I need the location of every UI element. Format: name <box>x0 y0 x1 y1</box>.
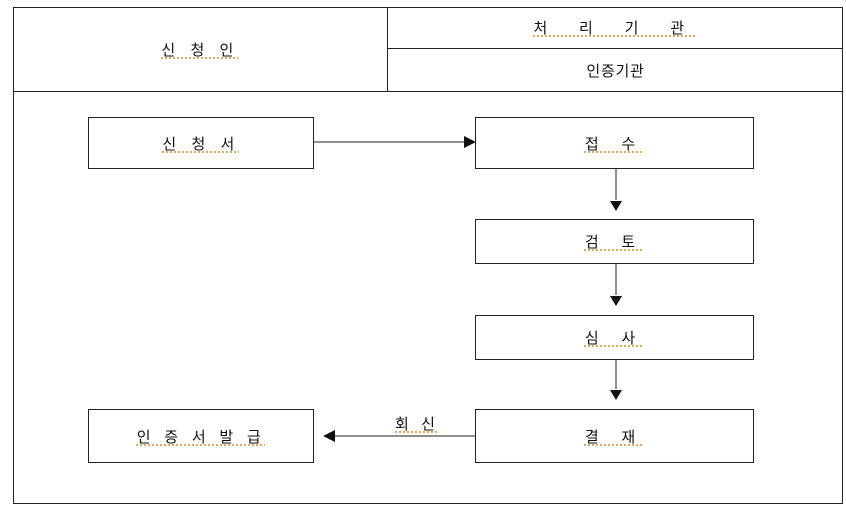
header-divider <box>13 91 843 92</box>
edge-label-reply: 회 신 <box>395 415 439 433</box>
node-receipt: 접 수 <box>475 117 754 169</box>
header-column-divider <box>387 7 388 92</box>
node-review: 검 토 <box>475 219 754 264</box>
node-review-label: 검 토 <box>584 233 645 251</box>
arrowhead-review <box>610 201 622 211</box>
header-certifier-label: 인증기관 <box>586 61 645 80</box>
node-approval-label: 결 재 <box>584 427 645 446</box>
node-examination-label: 심 사 <box>584 329 645 347</box>
node-receipt-label: 접 수 <box>584 134 645 153</box>
node-application: 신 청 서 <box>88 117 314 169</box>
arrowhead-approval <box>610 390 622 400</box>
header-processor: 처 리 기 관 <box>388 7 843 48</box>
header-applicant-label: 신 청 인 <box>161 40 239 59</box>
node-issuance-label: 인 증 서 발 급 <box>136 427 266 446</box>
header-row-divider <box>387 48 843 49</box>
node-issuance: 인 증 서 발 급 <box>88 409 314 463</box>
header-applicant: 신 청 인 <box>13 7 387 91</box>
node-approval: 결 재 <box>475 409 754 463</box>
node-application-label: 신 청 서 <box>162 134 240 153</box>
header-certifier: 인증기관 <box>388 49 843 91</box>
arrowhead-examination <box>610 296 622 306</box>
arrowhead-receipt <box>464 136 476 148</box>
node-examination: 심 사 <box>475 315 754 360</box>
header-processor-label: 처 리 기 관 <box>533 19 698 37</box>
arrowhead-issuance <box>323 430 335 442</box>
